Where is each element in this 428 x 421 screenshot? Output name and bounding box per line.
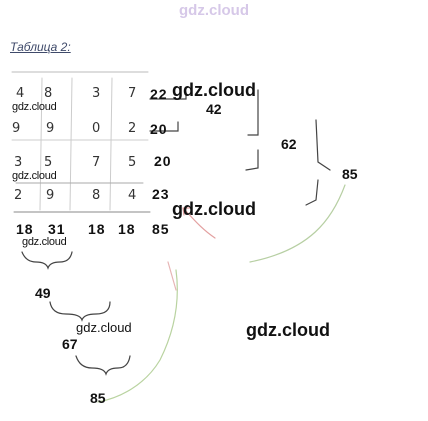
curve-to-85 — [97, 269, 178, 403]
bracket-85-low — [305, 179, 319, 206]
row-2-value-3: 0 — [92, 121, 101, 136]
column-pair-sum-67: 67 — [62, 336, 78, 352]
pink-tick — [167, 261, 177, 291]
grid-col-3 — [109, 77, 113, 211]
bracket-62-low — [245, 149, 259, 171]
column-sum-2: 31 — [48, 221, 66, 237]
row-1-watermark: gdz.cloud — [12, 101, 57, 113]
bracket-62-85 — [315, 119, 331, 171]
watermark-under-sums: gdz.cloud — [22, 236, 67, 248]
row-3-value-2: 5 — [44, 155, 53, 170]
watermark-big-mid: gdz.cloud — [172, 199, 256, 219]
row-3-value-1: 3 — [14, 155, 23, 170]
bracket-42-62 — [247, 89, 259, 136]
table-caption: Таблица 2: — [10, 40, 71, 54]
row-1-value-3: 3 — [92, 86, 101, 101]
row-4-value-2: 9 — [46, 188, 55, 203]
pair-sum-85: 85 — [342, 166, 358, 182]
row-4-value-1: 2 — [14, 188, 23, 203]
row-2-value-2: 9 — [46, 121, 55, 136]
row-3-value-3: 7 — [92, 155, 101, 170]
row-2-sum: 20 — [150, 121, 168, 137]
watermark-big-top: gdz.cloud — [172, 80, 256, 100]
arrow-right-curve — [249, 184, 346, 263]
column-sum-4: 18 — [118, 221, 136, 237]
row-3-watermark: gdz.cloud — [12, 170, 57, 182]
watermark-top: gdz.cloud — [179, 2, 249, 19]
watermark-right: gdz.cloud — [246, 320, 330, 340]
column-pair-sum-49: 49 — [35, 285, 51, 301]
row-4-sum: 23 — [152, 186, 170, 202]
brace-49 — [21, 251, 73, 270]
row-4-value-3: 8 — [92, 188, 101, 203]
row-2-value-4: 2 — [128, 121, 137, 136]
arrowhead-total — [182, 207, 191, 216]
row-1-sum: 22 — [150, 86, 168, 102]
brace-85 — [75, 355, 131, 376]
column-pair-sum-85: 85 — [90, 390, 106, 406]
row-4-value-4: 4 — [128, 188, 137, 203]
grid-col-2 — [69, 77, 73, 211]
row-2-value-1: 9 — [12, 121, 21, 136]
arrow-to-total — [182, 207, 216, 239]
brace-67 — [49, 301, 111, 322]
column-sum-3: 18 — [88, 221, 106, 237]
row-1-value-1: 4 — [16, 86, 25, 101]
grand-total: 85 — [152, 221, 170, 237]
row-3-value-4: 5 — [128, 155, 137, 170]
row-3-sum: 20 — [154, 153, 172, 169]
row-1-value-2: 8 — [44, 86, 53, 101]
bracket-rows-1-2-low — [149, 121, 179, 132]
bracket-rows-1-2 — [149, 91, 187, 100]
grid-col-1 — [39, 77, 43, 211]
row-1-value-4: 7 — [128, 86, 137, 101]
pair-sum-62: 62 — [281, 136, 297, 152]
pair-sum-42: 42 — [206, 101, 222, 117]
watermark-left-chain: gdz.cloud — [76, 320, 132, 335]
column-sum-1: 18 — [16, 221, 34, 237]
